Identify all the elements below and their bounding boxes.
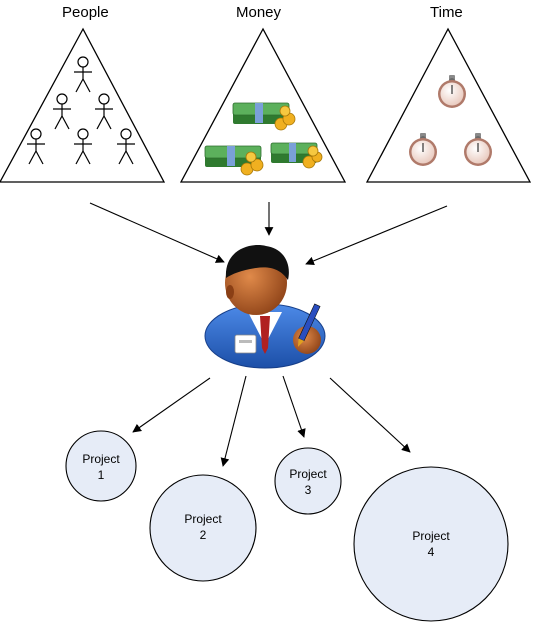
money-triangle [179, 27, 347, 183]
output-arrows [132, 375, 411, 467]
money-title: Money [236, 4, 282, 21]
stick-figure-icon [27, 56, 135, 165]
people-title: People [62, 4, 109, 21]
people-triangle [0, 27, 166, 183]
arrow-to-project-3 [282, 375, 306, 438]
project-4: Project 4 [353, 466, 509, 622]
project-3-label: Project [289, 467, 327, 481]
input-arrows [89, 202, 448, 266]
project-4-label: Project [412, 529, 450, 543]
arrow-people-to-manager [89, 202, 225, 263]
money-stack-icon [204, 102, 323, 176]
project-4-number: 4 [428, 545, 435, 559]
time-triangle [365, 27, 532, 183]
project-2-label: Project [184, 512, 222, 526]
project-1: Project 1 [65, 430, 137, 502]
arrow-to-project-4 [329, 377, 411, 453]
project-1-number: 1 [98, 468, 105, 482]
arrow-to-project-1 [132, 377, 211, 433]
project-1-label: Project [82, 452, 120, 466]
manager-icon [204, 245, 326, 369]
time-title: Time [430, 4, 463, 21]
project-2: Project 2 [149, 474, 257, 582]
project-3-number: 3 [305, 483, 312, 497]
stopwatch-icon [409, 75, 492, 166]
project-3: Project 3 [274, 447, 342, 515]
arrow-time-to-manager [305, 205, 448, 266]
project-2-number: 2 [200, 528, 207, 542]
arrow-to-project-2 [220, 375, 247, 467]
